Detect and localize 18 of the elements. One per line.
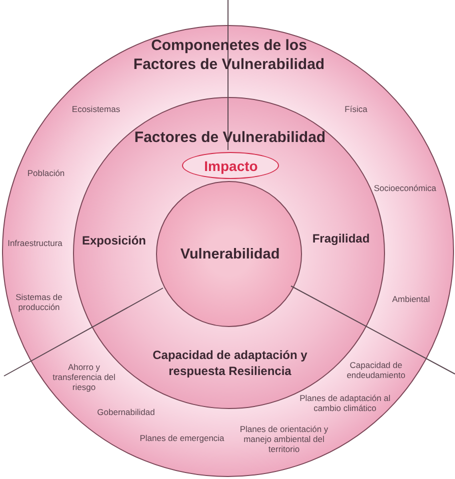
sector-label: Exposición xyxy=(82,234,146,248)
component-label: Planes de adaptación al cambio climático xyxy=(298,393,392,413)
component-label: Sistemas de producción xyxy=(14,292,64,312)
component-label: Infraestructura xyxy=(8,238,62,248)
component-label: Ambiental xyxy=(392,294,430,304)
component-label: Ahorro y transferencia del riesgo xyxy=(52,362,116,392)
sector-label: Capacidad de adaptación y respuesta Resiliencia xyxy=(152,347,308,379)
sector-label: Fragilidad xyxy=(312,232,370,246)
component-label: Planes de orientación y manejo ambiental del territorio xyxy=(238,424,330,454)
component-label: Socioeconómica xyxy=(374,183,436,193)
component-label: Planes de emergencia xyxy=(140,433,224,443)
center-label: Vulnerabilidad xyxy=(180,246,280,264)
component-label: Ecosistemas xyxy=(72,104,120,114)
component-label: Capacidad de endeudamiento xyxy=(346,360,406,380)
component-label: Física xyxy=(344,104,368,114)
ellipse-label: Impacto xyxy=(204,158,258,174)
component-label: Gobernabilidad xyxy=(97,407,155,417)
component-label: Población xyxy=(27,168,65,178)
